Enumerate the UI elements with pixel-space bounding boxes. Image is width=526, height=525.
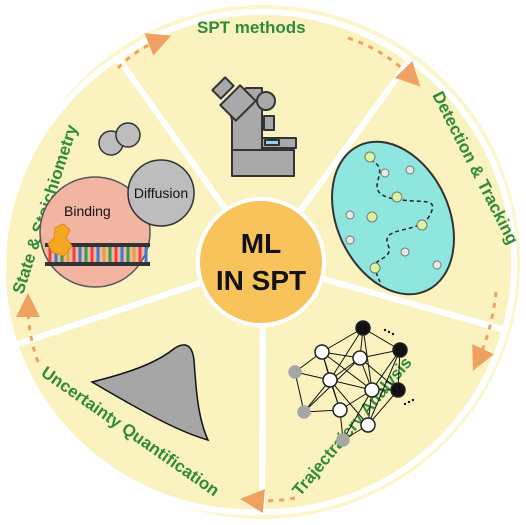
arrow-top-right: [347, 36, 421, 87]
small-circle-b: [115, 122, 141, 148]
particles: [345, 151, 442, 274]
state-illustration: Diffusion Binding: [39, 122, 195, 288]
flow-arrows: [16, 33, 498, 513]
trajectory-path: [369, 159, 434, 283]
distribution-shape: [90, 344, 210, 442]
arrow-top-left: [116, 33, 172, 70]
tracking-cell: [331, 140, 455, 296]
arrow-bottom: [240, 489, 296, 513]
label-spt-methods: SPT methods: [197, 18, 306, 37]
neural-network-icon: [288, 320, 415, 447]
cell-ellipse: [331, 140, 455, 296]
dna-icon: [45, 223, 150, 266]
protein-icon: [47, 223, 73, 257]
center-circle: [196, 197, 326, 327]
arrow-right: [472, 291, 498, 371]
binding-label: Binding: [64, 203, 111, 219]
diffusion-circle: [127, 159, 195, 227]
diffusion-label: Diffusion: [134, 185, 188, 201]
center-title-line2: IN SPT: [216, 265, 306, 296]
center-title-line1: ML: [241, 228, 281, 259]
microscope-icon: [211, 76, 297, 177]
arrow-left: [16, 293, 41, 363]
